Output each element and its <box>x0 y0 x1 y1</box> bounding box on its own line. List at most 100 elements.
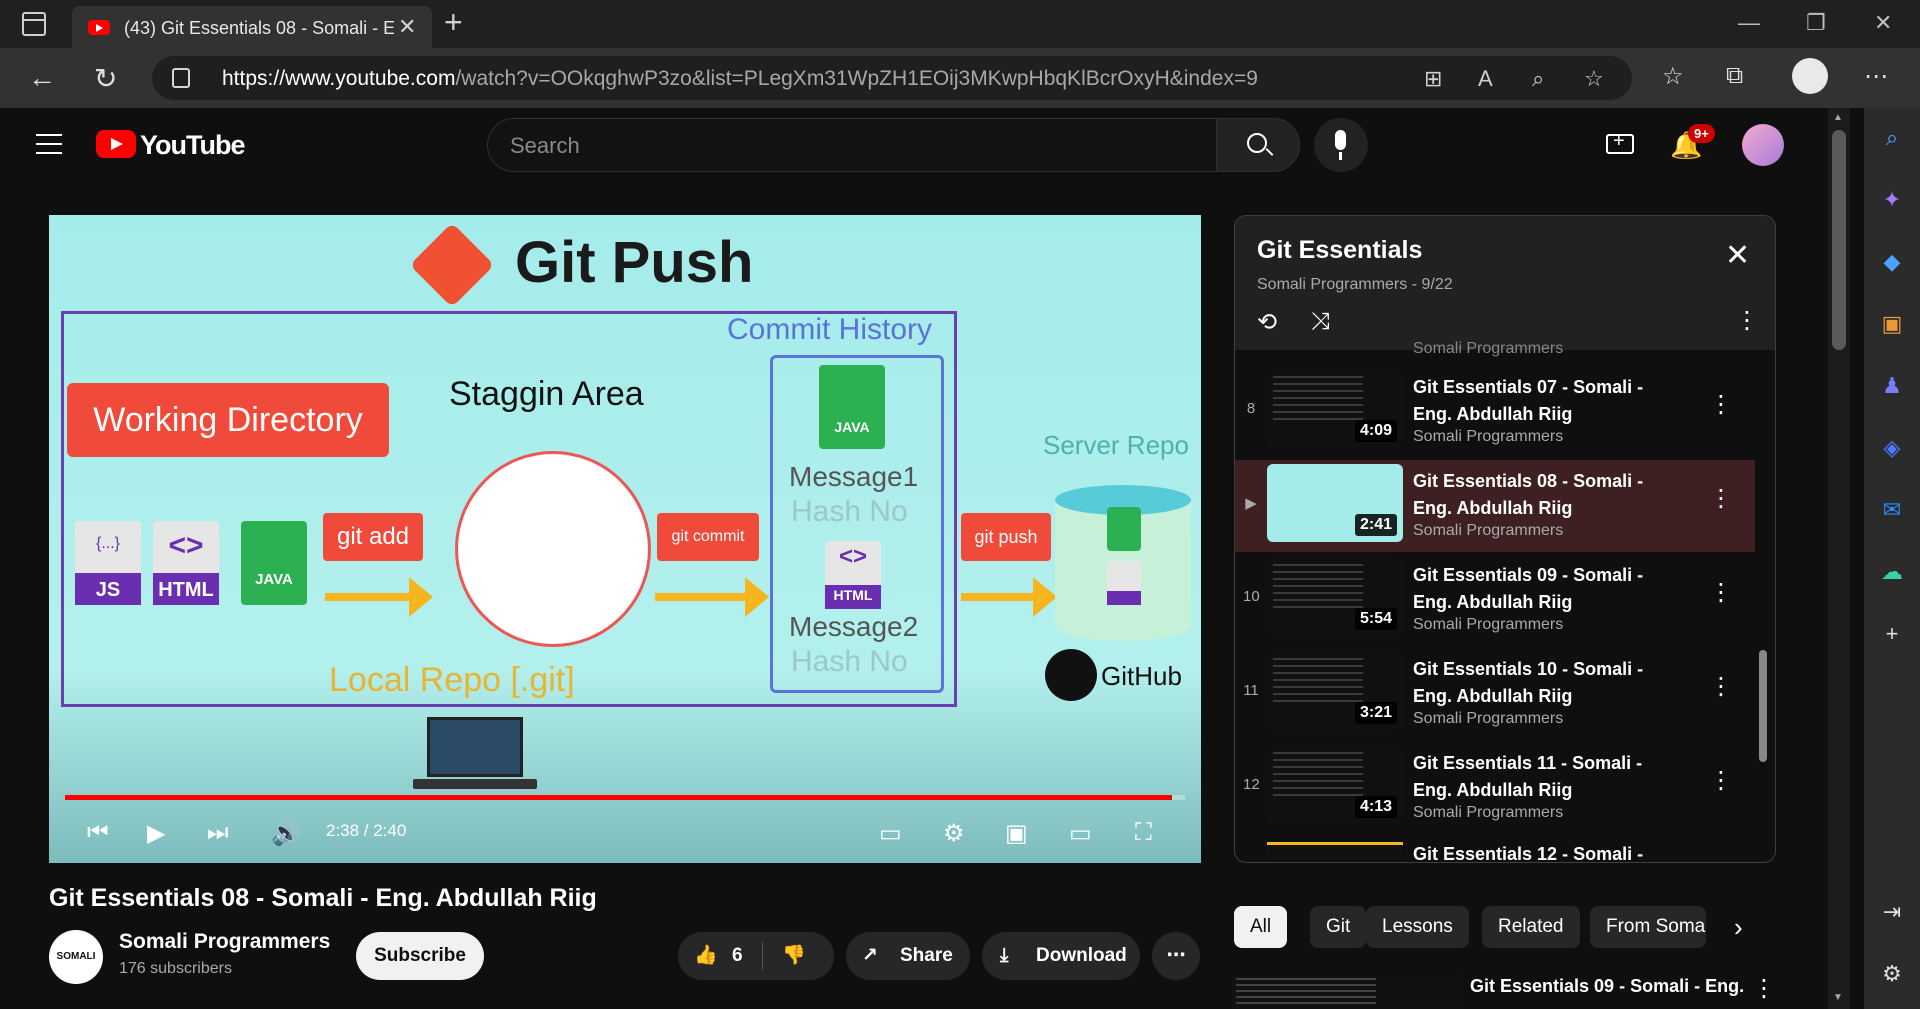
miniplayer-icon[interactable]: ▣ <box>1005 820 1028 847</box>
playlist-item-title[interactable]: Git Essentials 11 - Somali - Eng. Abdull… <box>1413 753 1643 800</box>
item-more-icon[interactable]: ⋮ <box>1709 391 1733 418</box>
playlist-item-title[interactable]: Git Essentials 08 - Somali - Eng. Abdull… <box>1413 471 1644 518</box>
playlist-item-title[interactable]: Git Essentials 07 - Somali - Eng. Abdull… <box>1413 377 1644 424</box>
video-progress-bar[interactable] <box>65 795 1185 800</box>
recommendation-more-icon[interactable]: ⋮ <box>1752 975 1776 1002</box>
add-favorite-icon[interactable]: ☆ <box>1584 66 1604 91</box>
video-thumbnail[interactable]: 3:21 <box>1267 652 1403 730</box>
minimize-icon[interactable]: — <box>1738 10 1760 35</box>
video-player[interactable]: Git Push Commit History Working Director… <box>49 215 1201 863</box>
chip-git[interactable]: Git <box>1310 906 1367 948</box>
partial-item-title[interactable]: Git Essentials 12 - Somali - <box>1413 844 1644 863</box>
chip-lessons[interactable]: Lessons <box>1366 906 1469 948</box>
tools-icon[interactable]: ▣ <box>1881 311 1903 336</box>
playlist-item-active[interactable]: ▶ 2:41 Git Essentials 08 - Somali - Eng.… <box>1235 460 1755 552</box>
zoom-icon[interactable]: ⌕ <box>1532 66 1545 91</box>
favorites-icon[interactable]: ☆ <box>1662 63 1684 90</box>
download-button[interactable]: ⤓ Download <box>982 932 1140 980</box>
outlook-icon[interactable]: ✉ <box>1882 497 1902 522</box>
collections-icon[interactable]: ⧉ <box>1726 62 1744 89</box>
shopping-icon[interactable]: ◆ <box>1883 249 1901 274</box>
theater-mode-icon[interactable]: ▭ <box>1069 820 1092 847</box>
playlist-title[interactable]: Git Essentials <box>1257 236 1423 264</box>
youtube-logo-text[interactable]: YouTube <box>140 130 245 160</box>
recommendation-title[interactable]: Git Essentials 09 - Somali - Eng. <box>1470 976 1745 996</box>
scrollbar-thumb[interactable] <box>1832 130 1846 350</box>
hide-sidebar-icon[interactable]: ⇥ <box>1882 899 1902 924</box>
playlist-more-icon[interactable]: ⋮ <box>1735 307 1759 334</box>
more-actions-icon[interactable]: ⋯ <box>1152 932 1200 980</box>
search-box[interactable] <box>487 118 1217 172</box>
settings-icon[interactable]: ⚙ <box>943 820 965 847</box>
address-bar[interactable]: https://www.youtube.com/watch?v=OOkqghwP… <box>152 56 1632 100</box>
playlist-item[interactable]: 8 4:09 Git Essentials 07 - Somali - Eng.… <box>1235 366 1755 458</box>
chip-from-somali[interactable]: From Soma <box>1590 906 1706 948</box>
new-tab-icon[interactable]: + <box>444 4 463 40</box>
subtitles-icon[interactable]: ▭ <box>879 820 902 847</box>
playlist-item[interactable]: 10 5:54 Git Essentials 09 - Somali - Eng… <box>1235 554 1755 646</box>
close-window-icon[interactable]: ✕ <box>1874 10 1893 35</box>
scroll-down-icon[interactable]: ▼ <box>1833 992 1843 1003</box>
tab-actions-icon[interactable] <box>22 12 46 36</box>
browser-tab[interactable]: (43) Git Essentials 08 - Somali - E ✕ <box>72 6 432 48</box>
like-icon[interactable]: 👍 <box>694 945 718 966</box>
next-icon[interactable]: ⏭ <box>207 819 229 846</box>
create-video-icon[interactable] <box>1606 130 1634 154</box>
item-more-icon[interactable]: ⋮ <box>1709 767 1733 794</box>
youtube-logo-icon[interactable] <box>96 130 136 158</box>
account-avatar[interactable] <box>1742 124 1784 166</box>
drop-icon[interactable]: ☁ <box>1881 559 1903 584</box>
previous-icon[interactable]: ⏮ <box>87 819 109 846</box>
settings-more-icon[interactable]: ⋯ <box>1864 63 1888 90</box>
playlist-item[interactable]: 11 3:21 Git Essentials 10 - Somali - Eng… <box>1235 648 1755 740</box>
page-scrollbar[interactable]: ▲ ▼ <box>1828 108 1850 1009</box>
search-sidebar-icon[interactable]: ⌕ <box>1885 125 1899 150</box>
voice-search-icon[interactable] <box>1314 118 1368 172</box>
close-tab-icon[interactable]: ✕ <box>398 14 417 39</box>
refresh-icon[interactable]: ↻ <box>94 63 118 94</box>
search-input[interactable] <box>510 133 1190 159</box>
microsoft-365-icon[interactable]: ◈ <box>1883 435 1901 460</box>
chips-next-icon[interactable]: › <box>1734 912 1743 942</box>
games-icon[interactable]: ♟ <box>1882 373 1902 398</box>
fullscreen-icon[interactable]: ⛶ <box>1135 819 1152 846</box>
item-more-icon[interactable]: ⋮ <box>1709 485 1733 512</box>
channel-name[interactable]: Somali Programmers <box>119 930 331 953</box>
item-more-icon[interactable]: ⋮ <box>1709 673 1733 700</box>
profile-icon[interactable] <box>1792 58 1828 94</box>
subscribe-button[interactable]: Subscribe <box>356 932 484 980</box>
scroll-up-icon[interactable]: ▲ <box>1833 112 1843 123</box>
copilot-icon[interactable]: ✦ <box>1882 187 1902 212</box>
close-playlist-icon[interactable]: ✕ <box>1725 239 1751 272</box>
app-available-icon[interactable]: ⊞ <box>1424 66 1443 91</box>
video-thumbnail[interactable]: 5:54 <box>1267 558 1403 636</box>
chip-all[interactable]: All <box>1234 906 1288 948</box>
volume-icon[interactable]: 🔊 <box>271 820 301 847</box>
playlist-item-title[interactable]: Git Essentials 10 - Somali - Eng. Abdull… <box>1413 659 1644 706</box>
chip-related[interactable]: Related <box>1482 906 1580 948</box>
playlist-item-title[interactable]: Git Essentials 09 - Somali - Eng. Abdull… <box>1413 565 1644 612</box>
recommendation-thumbnail[interactable] <box>1232 974 1460 1009</box>
partial-thumbnail[interactable] <box>1267 842 1403 862</box>
shuffle-icon[interactable]: ⤨ <box>1311 308 1331 335</box>
menu-icon[interactable] <box>36 134 62 154</box>
video-thumbnail[interactable]: 4:09 <box>1267 370 1403 448</box>
lock-icon[interactable] <box>172 68 190 88</box>
read-aloud-icon[interactable]: A <box>1478 66 1493 91</box>
video-thumbnail[interactable]: 4:13 <box>1267 746 1403 824</box>
back-icon[interactable]: ← <box>28 62 56 93</box>
playlist-item[interactable]: 12 4:13 Git Essentials 11 - Somali - Eng… <box>1235 742 1755 834</box>
search-button[interactable] <box>1216 118 1300 172</box>
share-button[interactable]: ↗ Share <box>846 932 970 980</box>
play-icon[interactable]: ▶ <box>147 820 166 847</box>
sidebar-settings-icon[interactable]: ⚙ <box>1882 961 1902 986</box>
like-count[interactable]: 6 <box>732 945 743 966</box>
dislike-icon[interactable]: 👎 <box>782 945 806 966</box>
maximize-icon[interactable]: ❐ <box>1806 10 1826 35</box>
add-sidebar-icon[interactable]: + <box>1885 621 1899 646</box>
item-more-icon[interactable]: ⋮ <box>1709 579 1733 606</box>
video-thumbnail[interactable]: 2:41 <box>1267 464 1403 542</box>
loop-icon[interactable]: ⟲ <box>1257 309 1278 336</box>
channel-avatar[interactable]: SOMALI <box>49 930 103 984</box>
playlist-scrollbar[interactable] <box>1759 650 1767 762</box>
